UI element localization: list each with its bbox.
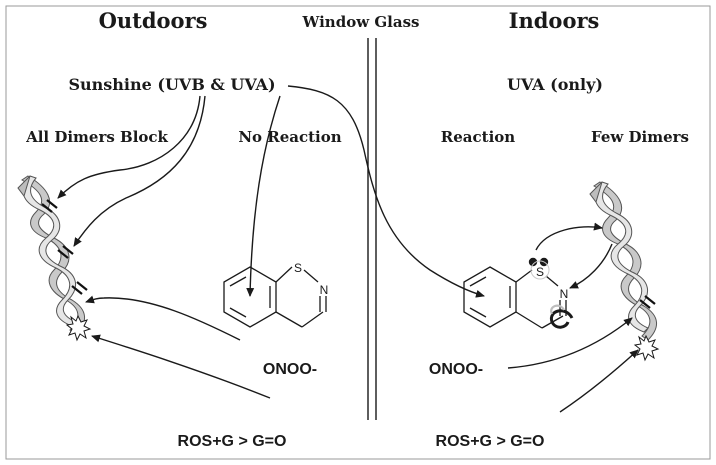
- label-ros-outdoors: ROS+G > G=O: [178, 433, 287, 450]
- title-outdoors: Outdoors: [99, 8, 208, 33]
- dna-helix-outdoors: [17, 175, 85, 335]
- dimer-marks-outdoors: [41, 199, 88, 295]
- label-sunshine: Sunshine (UVB & UVA): [68, 75, 275, 94]
- label-uva-only: UVA (only): [507, 75, 603, 94]
- arrow-sulfur-to-dna: [535, 222, 603, 251]
- label-reaction: Reaction: [441, 128, 515, 146]
- sulfur-radical-dots: [528, 257, 550, 280]
- title-window-glass: Window Glass: [302, 13, 420, 31]
- arrow-sun-to-molecule-outdoors: [246, 95, 281, 297]
- electron-push-arrow: [549, 304, 574, 329]
- figure-border: [5, 5, 711, 460]
- arrow-uva-to-molecule-indoors: [287, 85, 485, 298]
- label-no-reaction: No Reaction: [238, 128, 341, 146]
- atom-sulfur-outdoors: S: [294, 261, 302, 275]
- arrow-onoo-to-dna-indoors: [507, 317, 633, 369]
- arrow-ros-to-dna-indoors: [559, 349, 639, 413]
- label-few-dimers: Few Dimers: [591, 128, 689, 146]
- arrow-ros-to-dna-outdoors: [91, 334, 271, 399]
- atom-nitrogen-indoors: N: [560, 287, 569, 301]
- arrow-sun-to-dna-upper: [57, 95, 201, 199]
- label-ros-indoors: ROS+G > G=O: [436, 433, 545, 450]
- title-indoors: Indoors: [509, 8, 600, 33]
- atom-nitrogen-outdoors: N: [320, 283, 329, 297]
- atom-sulfur-indoors: S: [536, 265, 544, 279]
- damage-starburst-indoors: [633, 334, 660, 362]
- reaction-arrows: [57, 85, 639, 413]
- label-all-dimers-block: All Dimers Block: [25, 128, 168, 146]
- arrow-onoo-to-dna-outdoors: [85, 295, 241, 341]
- arrow-dna-to-nitrogen: [569, 243, 613, 289]
- damage-starburst-outdoors: [65, 314, 92, 342]
- window-glass-divider: [367, 38, 377, 420]
- dimer-marks-indoors: [639, 295, 656, 309]
- dna-helix-indoors: [589, 181, 657, 341]
- label-onoo-indoors: ONOO-: [429, 361, 483, 378]
- arrow-sun-to-dna-lower: [73, 95, 206, 247]
- label-onoo-outdoors: ONOO-: [263, 361, 317, 378]
- benzothiazine-molecule-outdoors: [223, 266, 327, 328]
